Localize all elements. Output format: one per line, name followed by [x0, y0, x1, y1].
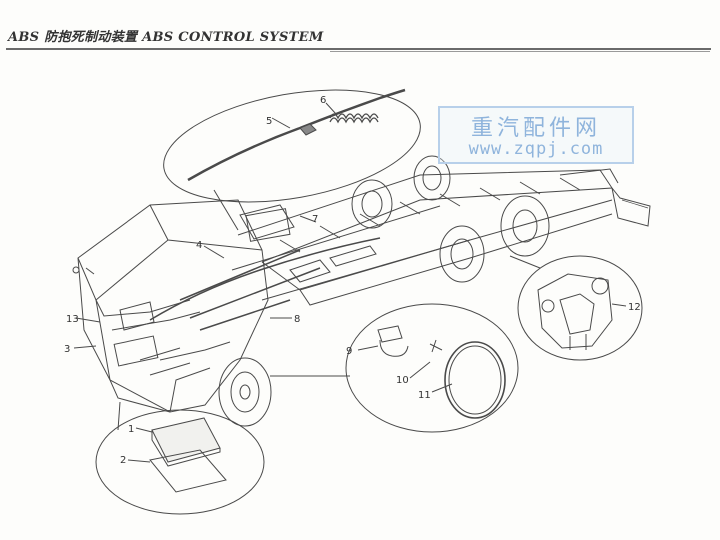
wheel-front [218, 357, 272, 427]
watermark-chinese-text: 重汽配件网 [470, 116, 601, 141]
callout-7: 7 [312, 214, 318, 225]
watermark-url: www.zqpj.com [468, 139, 604, 159]
header-rule [6, 48, 711, 50]
detail-callout-ecu [95, 401, 265, 515]
wheel-rear-right [500, 195, 550, 257]
callout-1: 1 [128, 424, 134, 435]
callout-8: 8 [294, 314, 300, 325]
callout-4: 4 [196, 240, 202, 251]
truck-cab [72, 199, 269, 413]
callout-5: 5 [266, 116, 272, 127]
watermark-box: 重汽配件网 www.zqpj.com [438, 106, 634, 164]
callout-3: 3 [64, 344, 70, 355]
callout-2: 2 [120, 455, 126, 466]
detail-callout-sensor-cable [163, 88, 421, 231]
wheel-mid-left [351, 179, 393, 229]
callout-13: 13 [66, 314, 79, 325]
header-rule-secondary [330, 51, 710, 52]
callout-12: 12 [628, 302, 641, 313]
chassis-frame [149, 168, 651, 331]
detail-callout-sensor-parts [270, 303, 519, 433]
wheel-rear-left [413, 155, 451, 201]
page-title: ABS 防抱死制动装置 ABS CONTROL SYSTEM [8, 30, 324, 45]
callout-6: 6 [320, 95, 326, 106]
wheel-mid-right [439, 225, 485, 283]
detail-callout-valve [509, 255, 643, 361]
callout-10: 10 [396, 375, 409, 386]
callout-11: 11 [418, 390, 431, 401]
callout-9: 9 [346, 346, 352, 357]
